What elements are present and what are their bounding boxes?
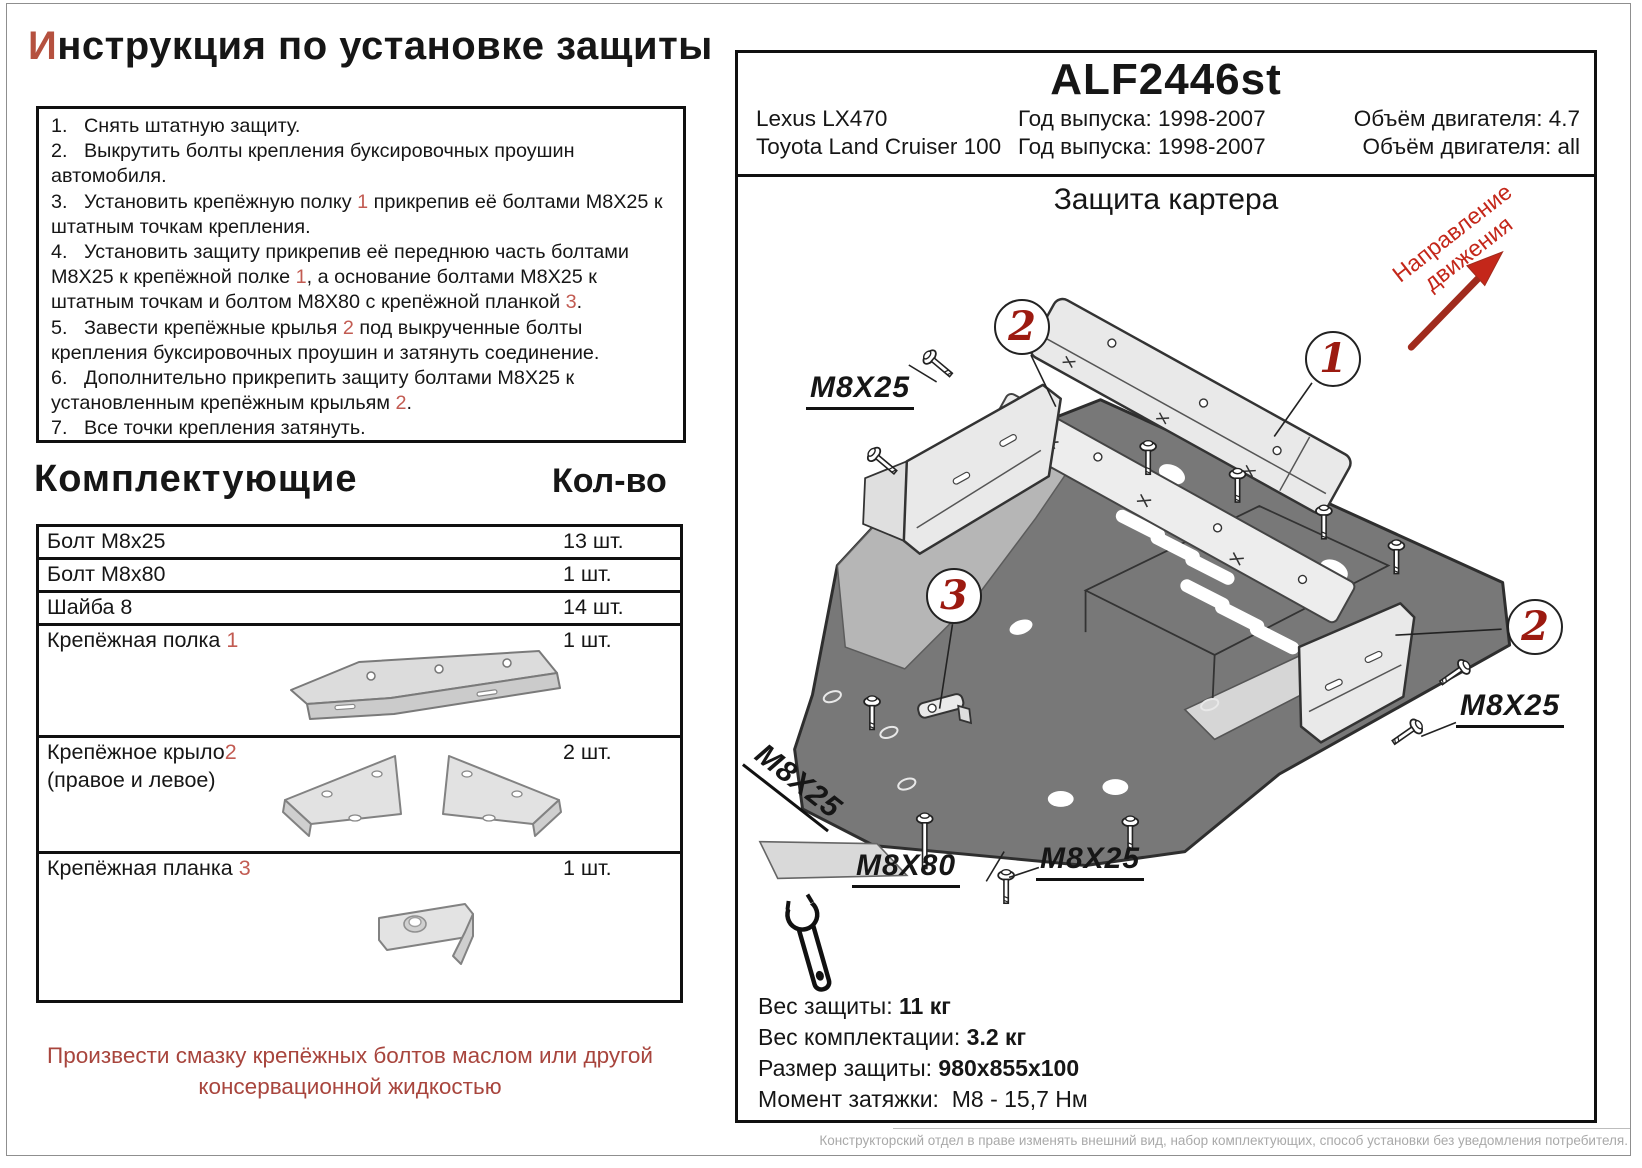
page-border	[6, 3, 1631, 1156]
diagram-drawing	[758, 250, 1512, 992]
product-code: ALF2446st	[1050, 55, 1282, 104]
table-row: Крепёжная планка 3 1 шт.	[39, 851, 680, 1000]
components-table: Болт М8х25 13 шт. Болт М8х80 1 шт. Шайба…	[36, 524, 683, 1003]
title-rest: нструкция по установке защиты	[57, 24, 713, 68]
spec-torque: Момент затяжки: М8 - 15,7 Нм	[758, 1086, 1088, 1112]
step-2: 2. Выкрутить болты крепления буксировочн…	[51, 140, 575, 188]
bolt-label-m8x25-left: M8X25	[806, 371, 915, 410]
table-row: Болт М8х80 1 шт.	[39, 557, 680, 590]
quantity-heading: Кол-во	[552, 462, 667, 500]
table-row: Крепёжная полка 1 1 шт.	[39, 623, 680, 735]
components-heading: Комплектующие	[34, 458, 358, 500]
leader-lines	[908, 354, 1502, 882]
part-2-left-wing	[862, 383, 1062, 555]
page-title: Инструкция по установке защиты	[28, 24, 713, 69]
callout-1: 1	[1305, 331, 1361, 387]
table-row: Шайба 8 14 шт.	[39, 590, 680, 623]
callout-2-left: 2	[994, 299, 1050, 355]
direction-arrow	[1407, 250, 1504, 351]
product-panel: ALF2446st Lexus LX470 Год выпуска: 1998-…	[735, 50, 1597, 1123]
exploded-diagram: Защита картера Направление движения 2 1 …	[738, 177, 1594, 1125]
specs-block: Вес защиты: 11 кг Вес комплектации: 3.2 …	[758, 991, 1088, 1115]
bolt-label-m8x80: M8X80	[852, 849, 961, 888]
footer-divider	[893, 1128, 1630, 1129]
bolt-label-m8x25-bottom: M8X25	[1036, 842, 1145, 881]
mounting-bar-image	[378, 903, 474, 965]
wrench-icon	[782, 884, 832, 992]
callout-3: 3	[926, 568, 982, 624]
step-6: 6. Дополнительно прикрепить защиту болта…	[51, 367, 575, 415]
diagram-title: Защита картера	[1053, 183, 1279, 216]
vehicle-row: Toyota Land Cruiser 100 Год выпуска: 199…	[756, 134, 1580, 159]
spec-kit-weight: Вес комплектации: 3.2 кг	[758, 1024, 1027, 1050]
table-row: Болт М8х25 13 шт.	[47, 529, 624, 553]
installation-steps-box: 1. Снять штатную защиту. 2. Выкрутить бо…	[36, 106, 686, 443]
spec-size: Размер защиты: 980х855х100	[758, 1055, 1080, 1081]
lubrication-note: Произвести смазку крепёжных болтов масло…	[47, 1043, 653, 1099]
step-1: 1. Снять штатную защиту.	[51, 115, 301, 137]
mounting-shelf-image	[290, 650, 561, 720]
product-header: ALF2446st Lexus LX470 Год выпуска: 1998-…	[738, 55, 1594, 177]
mounting-wings-image	[282, 755, 562, 837]
step-3: 3. Установить крепёжную полку 1 прикрепи…	[51, 190, 663, 238]
part-2-right-wing	[1297, 602, 1416, 744]
vehicle-row: Lexus LX470 Год выпуска: 1998-2007 Объём…	[756, 106, 1580, 131]
callout-2-right: 2	[1507, 599, 1563, 655]
footer-disclaimer: Конструкторский отдел в праве изменять в…	[819, 1133, 1628, 1148]
step-4: 4. Установить защиту прикрепив её передн…	[51, 241, 629, 314]
bolt-label-m8x25-right: M8X25	[1456, 689, 1565, 728]
table-row: Крепёжное крыло2 (правое и левое) 2 шт.	[39, 735, 680, 851]
spec-weight: Вес защиты: 11 кг	[758, 993, 951, 1019]
step-5: 5. Завести крепёжные крылья 2 под выкруч…	[51, 316, 600, 364]
step-7: 7. Все точки крепления затянуть.	[51, 417, 366, 440]
title-first-letter: И	[28, 24, 58, 68]
